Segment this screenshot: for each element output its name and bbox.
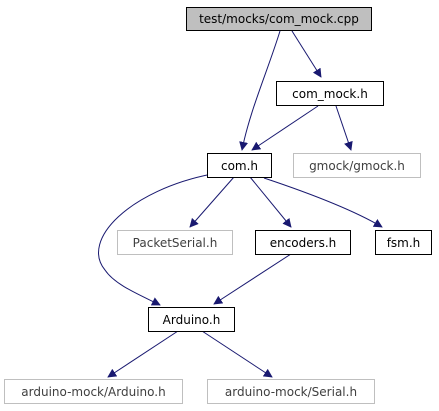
edge-com-h-to-fsm — [263, 177, 383, 228]
node-fsm[interactable]: fsm.h — [375, 230, 432, 255]
node-com-h-box — [207, 153, 272, 178]
node-gmock[interactable]: gmock/gmock.h — [293, 153, 421, 178]
node-encoders-box — [255, 230, 351, 255]
edge-com-h-to-arduino-h — [98, 173, 213, 306]
edge-arduino-h-to-am-arduino — [107, 330, 179, 378]
edge-com-h-to-encoders — [249, 176, 292, 228]
node-fsm-box — [375, 230, 432, 255]
node-arduino-h-box — [148, 307, 235, 332]
node-com-mock-h-label: com_mock.h — [292, 87, 368, 101]
node-encoders[interactable]: encoders.h — [255, 230, 351, 255]
node-fsm-label: fsm.h — [387, 236, 421, 250]
node-am-arduino-label: arduino-mock/Arduino.h — [21, 385, 165, 399]
node-am-serial[interactable]: arduino-mock/Serial.h — [207, 379, 375, 404]
node-arduino-h-label: Arduino.h — [163, 313, 221, 327]
edge-com-h-to-packetserial — [189, 176, 235, 228]
edges — [98, 30, 383, 378]
node-root-label: test/mocks/com_mock.cpp — [199, 12, 359, 26]
node-arduino-h[interactable]: Arduino.h — [148, 307, 235, 332]
node-am-serial-label: arduino-mock/Serial.h — [225, 385, 357, 399]
node-com-mock-h[interactable]: com_mock.h — [276, 81, 384, 106]
node-packetserial-label: PacketSerial.h — [133, 236, 218, 250]
node-am-arduino[interactable]: arduino-mock/Arduino.h — [4, 379, 183, 404]
node-encoders-label: encoders.h — [270, 236, 337, 250]
node-am-arduino-box — [4, 379, 183, 404]
node-root-box — [186, 7, 372, 31]
node-com-h-label: com.h — [221, 159, 258, 173]
node-gmock-box — [293, 153, 421, 178]
node-am-serial-box — [207, 379, 375, 404]
node-packetserial[interactable]: PacketSerial.h — [117, 230, 233, 255]
node-packetserial-box — [117, 230, 233, 255]
edge-root-to-com-mock-h — [291, 30, 322, 78]
node-com-h[interactable]: com.h — [207, 153, 272, 178]
edge-com-mock-h-to-com-h — [251, 105, 319, 151]
node-gmock-label: gmock/gmock.h — [309, 159, 405, 173]
edge-root-to-com-h — [239, 30, 281, 151]
edge-encoders-to-arduino-h — [213, 253, 292, 305]
node-com-mock-h-box — [276, 81, 384, 106]
edge-arduino-h-to-am-serial — [201, 330, 273, 378]
node-root[interactable]: test/mocks/com_mock.cpp — [186, 7, 372, 31]
edge-com-mock-h-to-gmock — [335, 105, 353, 151]
